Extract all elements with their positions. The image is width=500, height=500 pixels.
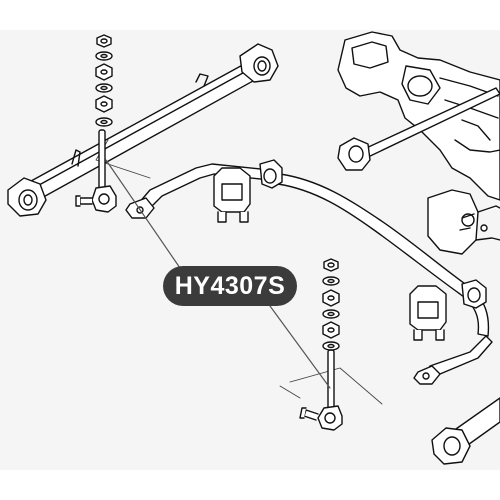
trailing-arm-rear-bushing — [7, 177, 47, 217]
part-number-label: HY4307S — [163, 266, 297, 306]
label-leader-lines — [105, 159, 331, 389]
stabilizer-link-lower — [299, 349, 343, 431]
differential-housing — [337, 31, 500, 201]
side-bracket-right — [427, 189, 500, 255]
stabilizer-link-upper — [75, 129, 117, 213]
stabilizer-mount-bracket-right — [409, 285, 447, 341]
lower-control-arm — [431, 397, 500, 465]
stabilizer-bushing-left — [259, 159, 283, 189]
stabilizer-bushing-right — [461, 279, 487, 309]
stabilizer-mount-bracket-left — [213, 167, 251, 223]
lateral-rod — [337, 87, 500, 171]
link-hardware-stack-upper — [95, 34, 113, 127]
link-hardware-stack-lower — [322, 258, 340, 351]
trailing-arm-front-bushing — [239, 43, 279, 83]
